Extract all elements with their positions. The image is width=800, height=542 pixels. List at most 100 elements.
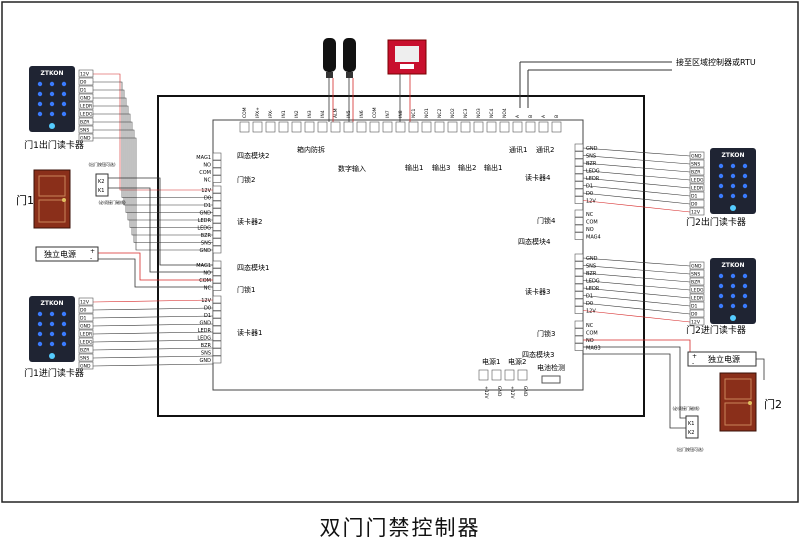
terminals: MAG1NOCOMNC12VD0D1GNDLEDRLEDGBZRSNSGNDMA… — [196, 107, 600, 400]
terminal-screw — [574, 143, 584, 152]
terminal-label: IN7 — [385, 110, 391, 118]
reader-pin — [78, 69, 94, 78]
page-title: 双门门禁控制器 — [319, 516, 481, 540]
board-label-reader2: 读卡器2 — [237, 217, 262, 226]
terminal-screw — [486, 121, 497, 133]
svg-text:-: - — [692, 360, 694, 367]
terminal-screw — [538, 121, 549, 133]
terminal-label: A — [515, 114, 521, 118]
terminal-screw — [212, 238, 222, 246]
terminal-screw — [212, 215, 222, 224]
wire — [92, 299, 214, 303]
wire — [582, 295, 691, 307]
reader-pin-label: D0 — [691, 202, 698, 208]
terminal-screw — [574, 283, 584, 292]
board-label-battery: 电池检测 — [537, 363, 565, 372]
reader-pin-label: SNS — [691, 162, 700, 168]
reader-pin — [78, 345, 94, 354]
reader-pin-label: GND — [80, 136, 91, 142]
reader-door1-exit-label: 门1出门读卡器 — [24, 139, 84, 151]
keypad-led — [742, 273, 748, 279]
terminal-screw — [212, 275, 222, 284]
terminal-screw — [212, 318, 222, 326]
reader-pin-label: GND — [691, 154, 702, 160]
terminal-label: BZR — [586, 161, 597, 167]
reader-pin — [689, 175, 705, 184]
terminal-label: GND — [522, 386, 528, 397]
terminal-label: D0 — [586, 191, 593, 197]
reader-pin — [689, 301, 705, 310]
terminal-screw — [212, 283, 222, 291]
reader-door1-entry-label: 门1进门读卡器 — [24, 367, 84, 379]
wire — [582, 280, 691, 291]
keypad-led — [730, 283, 736, 289]
terminal-label: IN5 — [346, 110, 352, 118]
terminal-screw — [574, 217, 584, 225]
beam-detector-right — [343, 38, 356, 78]
terminal-screw — [278, 121, 289, 133]
reader-pin-label: D0 — [691, 312, 698, 318]
wire — [92, 363, 214, 367]
terminal-screw — [491, 369, 502, 381]
wire — [582, 257, 691, 267]
reader-pin — [689, 277, 705, 286]
keypad-led — [61, 341, 67, 347]
door2-lock-box: K1 K2 (必须接门磁线) (出门按钮可选) — [672, 405, 704, 452]
terminal-screw — [434, 121, 445, 133]
door1-image — [33, 169, 71, 229]
terminal-label: NC — [586, 323, 594, 329]
reader-pin-label: D1 — [80, 316, 87, 322]
svg-text:独立电源: 独立电源 — [44, 249, 76, 259]
reader-brand: ZTKON — [41, 300, 64, 307]
reader-pin — [78, 125, 94, 134]
terminal-label: B — [528, 115, 534, 118]
reader-pin — [689, 159, 705, 168]
terminal-label: A — [541, 114, 547, 118]
reader-pin-label: LEDR — [691, 296, 704, 302]
terminal-screw — [212, 230, 222, 239]
terminal-screw — [574, 276, 584, 284]
keypad-led — [718, 183, 724, 189]
wire — [93, 97, 213, 213]
terminal-label: NO — [203, 163, 211, 169]
keypad-led — [730, 173, 736, 179]
reader-door2-exit-label: 门2出门读卡器 — [686, 216, 746, 228]
reader-pin-blocks: 12VD0D1GNDLEDRLEDGBZRSNSGND12VD0D1GNDLED… — [78, 69, 705, 370]
terminal-label: IN8 — [398, 110, 404, 118]
svg-text:+: + — [692, 353, 697, 360]
wire — [582, 287, 691, 299]
reader-pin-label: BZR — [691, 280, 701, 286]
terminal-screw — [574, 166, 584, 174]
reader-pin-label: 12V — [80, 300, 90, 306]
terminal-screw — [212, 208, 222, 216]
reader-pin-label: GND — [691, 264, 702, 270]
keypad-led — [37, 341, 43, 347]
board-label-lock4r: 门锁4 — [537, 216, 556, 225]
terminal-screw — [574, 328, 584, 336]
terminal-screw — [212, 325, 222, 334]
reader-pin-label: LEDR — [80, 104, 93, 110]
keypad-led — [37, 321, 43, 327]
keypad-led — [742, 293, 748, 299]
keypad-led — [37, 91, 43, 97]
terminal-label: IN2 — [294, 110, 300, 118]
battery-box — [541, 375, 561, 384]
terminal-screw — [478, 369, 489, 381]
terminal-screw — [551, 121, 562, 133]
terminal-label: GND — [200, 211, 212, 217]
terminal-screw — [356, 121, 367, 133]
reader-indicator — [730, 315, 736, 321]
terminal-screw — [212, 193, 222, 201]
wire — [582, 200, 691, 213]
terminal-label: GND — [586, 146, 598, 152]
reader-pin-label: BZR — [691, 170, 701, 176]
keypad-led — [742, 163, 748, 169]
keypad-led — [730, 193, 736, 199]
reader-pin — [78, 85, 94, 94]
terminal-label: LEDG — [586, 279, 600, 285]
terminal-screw — [395, 121, 406, 133]
terminal-label: NO — [586, 338, 594, 344]
terminal-label: NO4 — [502, 108, 508, 118]
board-label-lock4: 四态模块2 — [237, 151, 269, 160]
wire — [92, 323, 214, 327]
